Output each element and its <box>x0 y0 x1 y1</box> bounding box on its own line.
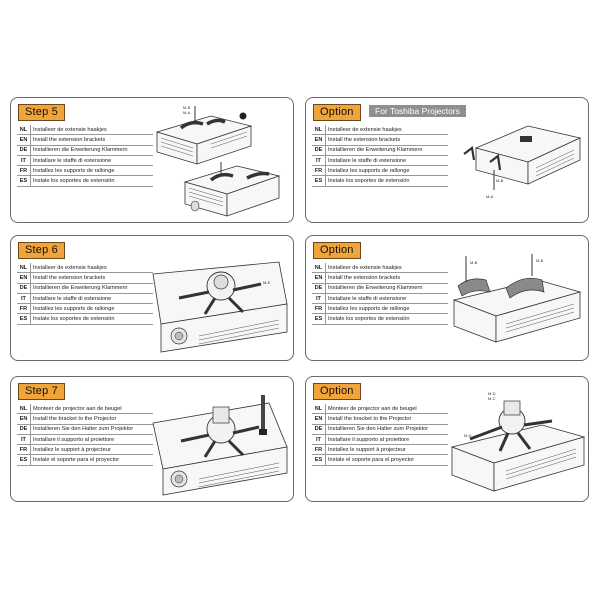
step-badge: Step 6 <box>18 242 66 259</box>
option-badge: Option <box>313 104 361 121</box>
option-badge: Option <box>313 383 361 400</box>
callout-label: M-D <box>488 391 496 396</box>
callout-label: M-D <box>464 433 472 438</box>
callout-label: M-B <box>183 105 191 110</box>
callout-label: M-B <box>536 258 544 263</box>
projector-illustration: M-B M-A <box>155 105 281 217</box>
projector-illustration: M-B M-A <box>463 125 582 199</box>
callout-label: M-B <box>470 260 478 265</box>
callout-label: M-B <box>496 178 504 183</box>
toshiba-subtitle: For Toshiba Projectors <box>369 105 466 117</box>
step-badge: Step 7 <box>18 383 66 400</box>
projector-illustration: M-E <box>152 261 288 353</box>
step-badge: Step 5 <box>18 104 66 121</box>
callout-label: M-C <box>488 396 496 401</box>
projector-illustration: M-B M-B <box>452 254 582 343</box>
callout-label: M-A <box>486 194 494 199</box>
callout-label: M-A <box>183 110 191 115</box>
option-badge: Option <box>313 242 361 259</box>
callout-label: M-E <box>263 280 271 285</box>
projector-illustration: M-D M-C M-D <box>450 391 586 492</box>
projector-illustration <box>152 395 288 496</box>
